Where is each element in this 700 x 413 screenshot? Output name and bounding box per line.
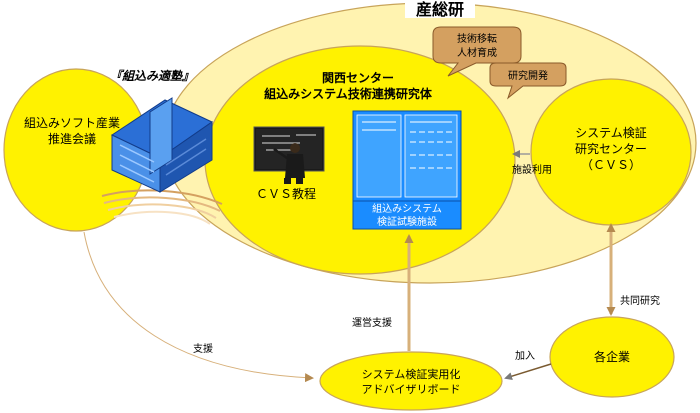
cvs-center-line3: （ＣＶＳ）	[581, 158, 641, 172]
soft-council-line2: 推進会議	[48, 132, 96, 146]
arrow-support-label: 支援	[193, 342, 213, 355]
arrow-operation-support-label: 運営支援	[352, 316, 392, 329]
advisory-board-line1: システム検証実用化	[362, 367, 461, 381]
companies-label: 各企業	[594, 349, 630, 364]
advisory-board-ellipse	[319, 351, 503, 411]
cvs-center-line2: 研究センター	[575, 141, 647, 156]
advisory-board-line2: アドバイザリボード	[362, 383, 461, 396]
arrow-support	[83, 231, 314, 383]
lecturer-blackboard-illustration	[253, 126, 325, 184]
arrow-facility-use-label: 施設利用	[512, 163, 552, 176]
cvs-center-line1: システム検証	[575, 126, 647, 140]
test-facility-panel: 組込みシステム 検証試験施設	[352, 110, 462, 230]
soft-council-line1: 組込みソフト産業	[24, 115, 120, 130]
test-facility-line2: 検証試験施設	[377, 215, 437, 228]
aist-title-bg	[405, 0, 475, 18]
arrow-join-label: 加入	[515, 350, 535, 362]
cvs-course-label: ＣＶＳ教程	[256, 186, 316, 201]
arrow-joint-research-label: 共同研究	[620, 294, 660, 307]
aist-title: 産総研	[416, 0, 464, 19]
callout-research-dev: 研究開発	[489, 62, 567, 100]
buildings-illustration	[101, 97, 223, 225]
callout-tech-transfer-line2: 人材育成	[457, 46, 497, 59]
callout-tech-transfer-line1: 技術移転	[457, 32, 497, 45]
callout-research-dev-label: 研究開発	[508, 69, 548, 82]
arrow-join	[504, 363, 552, 381]
test-facility-line1: 組込みシステム	[372, 202, 442, 215]
juku-label: 『組込み適塾』	[110, 69, 194, 83]
callout-tech-transfer: 技術移転 人材育成	[432, 26, 522, 77]
companies-ellipse	[549, 316, 675, 398]
kansai-center-subtitle: 組込みシステム技術連携研究体	[264, 86, 433, 101]
kansai-center-title: 関西センター	[322, 71, 394, 85]
